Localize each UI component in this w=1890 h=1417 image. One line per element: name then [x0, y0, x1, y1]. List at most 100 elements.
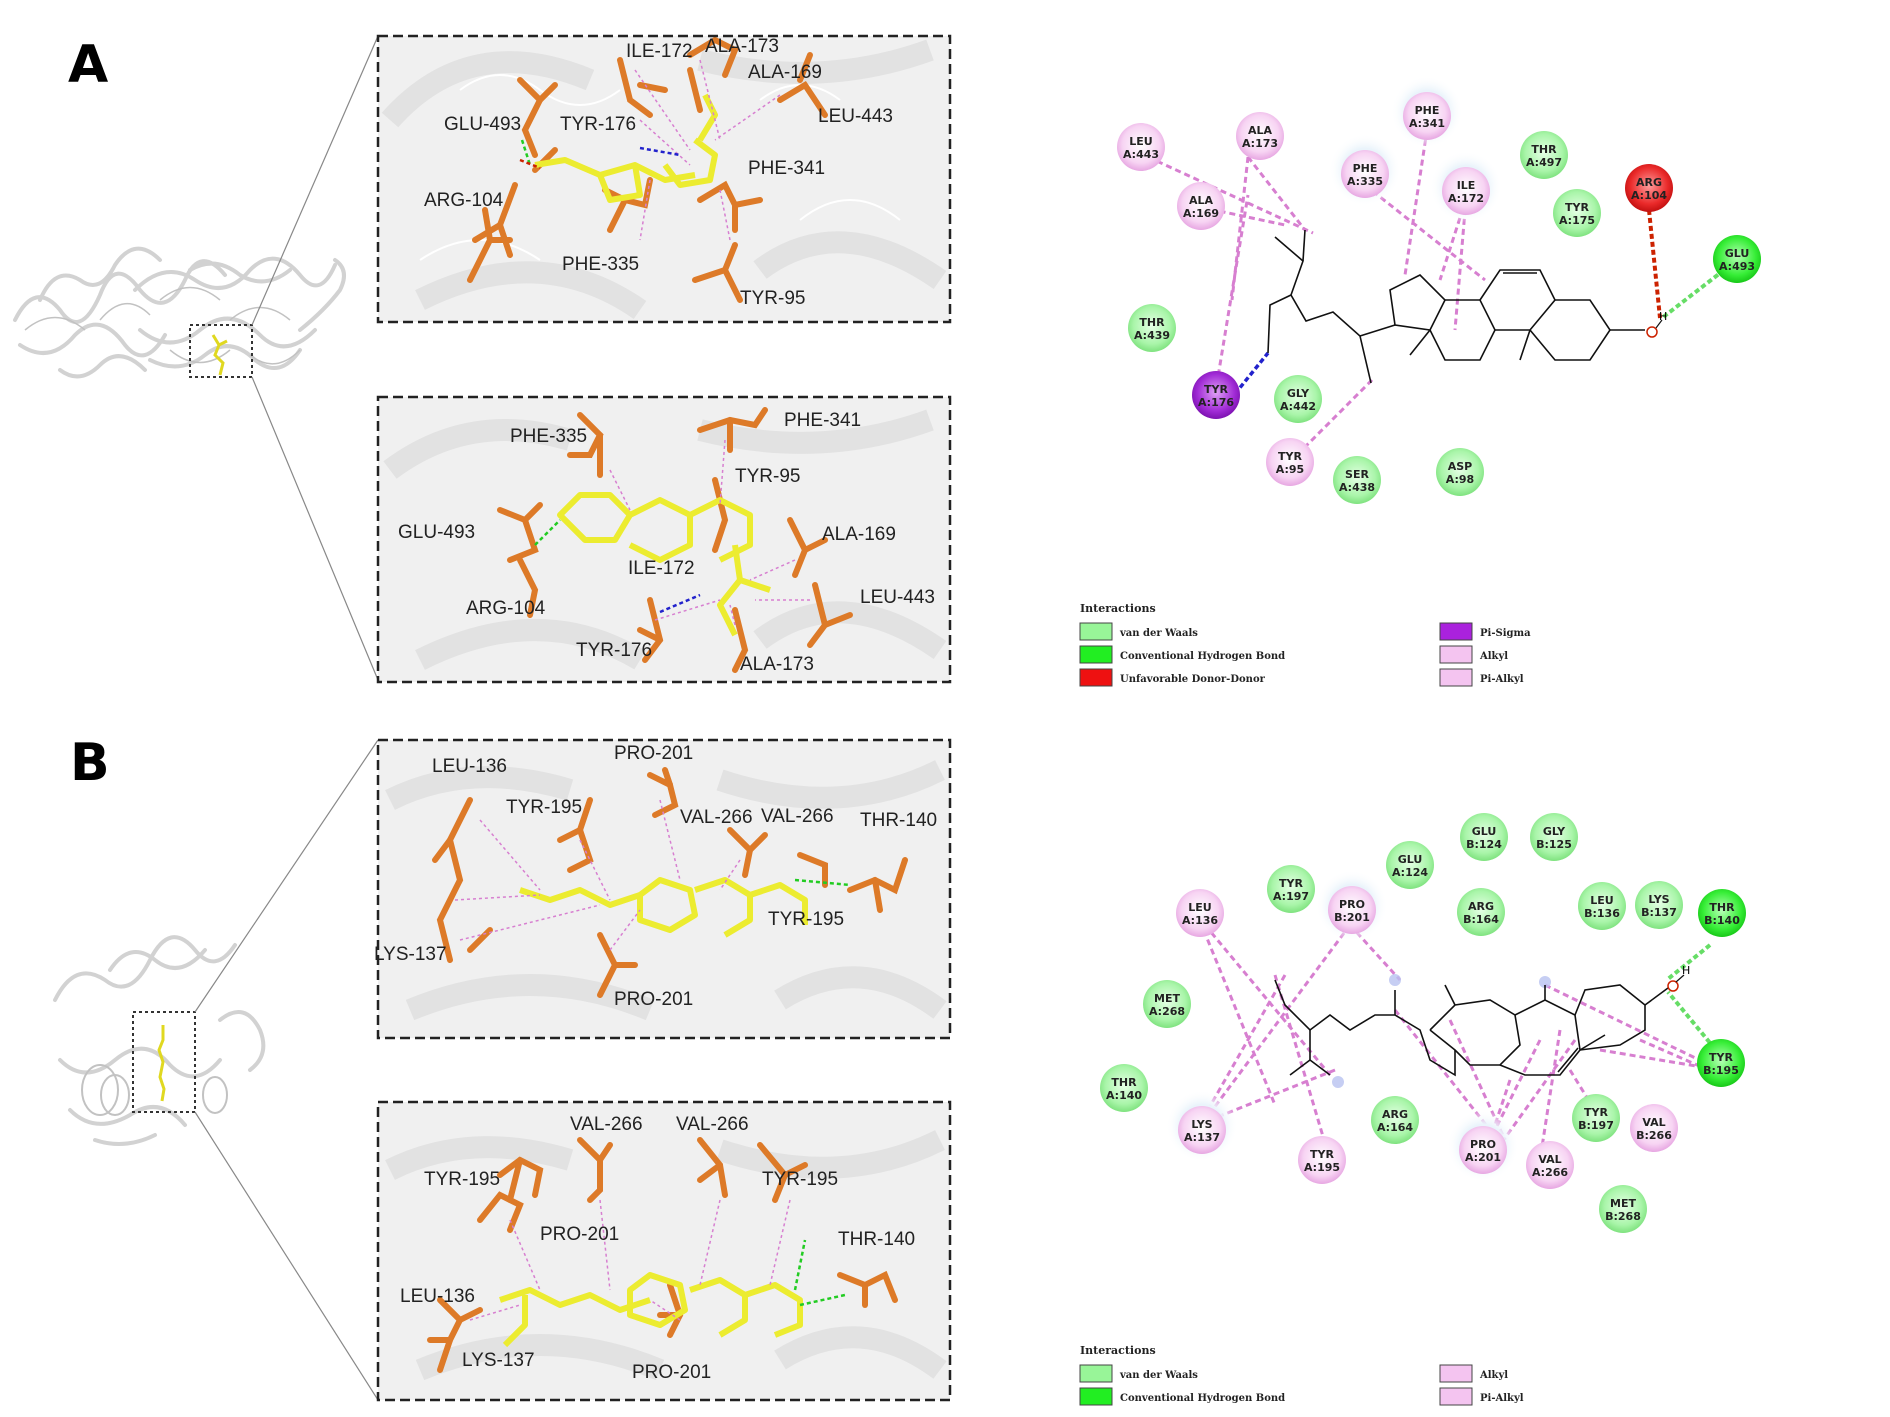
residue-label-3d: LEU-443 — [860, 587, 935, 608]
residue-id: A:176 — [1198, 396, 1234, 409]
residue-id: B:201 — [1334, 911, 1370, 924]
legend-b: Interactions van der Waals Conventional … — [1079, 1344, 1524, 1406]
residue-id: A:172 — [1448, 192, 1484, 205]
residue-name: LYS — [1648, 893, 1669, 906]
residue-label-3d: LYS-137 — [462, 1350, 535, 1371]
hydrogen-label: H — [1682, 964, 1690, 977]
residue-id: A:438 — [1339, 481, 1375, 494]
residue-id: A:341 — [1409, 117, 1445, 130]
residue-id: A:164 — [1377, 1121, 1413, 1134]
panel-a: A — [13, 34, 1761, 687]
residue-name: LEU — [1590, 894, 1613, 907]
residue-name: PHE — [1353, 162, 1378, 175]
residue-id: A:201 — [1465, 1151, 1501, 1164]
residue-id: A:104 — [1631, 189, 1667, 202]
residue-name: TYR — [1204, 383, 1228, 396]
view-frame — [376, 34, 952, 324]
legend-swatch — [1079, 622, 1113, 641]
legend-swatch — [1439, 622, 1473, 641]
residue-label-3d: TYR-95 — [740, 288, 805, 309]
residue-label-3d: TYR-195 — [762, 1169, 838, 1190]
residue-name: ALA — [1248, 124, 1273, 137]
unfavorable-line — [519, 158, 541, 170]
residue-id: A:95 — [1276, 463, 1304, 476]
residue-label-3d: ALA-169 — [822, 524, 896, 545]
legend-title: Interactions — [1080, 602, 1156, 615]
residue-label-3d: LEU-136 — [400, 1286, 475, 1307]
binding-site-box-b — [132, 1011, 196, 1113]
residue-label-3d: TYR-195 — [506, 797, 582, 818]
residue-label-3d: PRO-201 — [614, 743, 693, 764]
residue-name: ILE — [1457, 179, 1476, 192]
view-frame — [376, 1100, 952, 1402]
hbond-line — [534, 519, 561, 546]
residue-label-3d: TYR-176 — [576, 640, 652, 661]
residue-id: A:175 — [1559, 214, 1595, 227]
residue-name: ARG — [1468, 900, 1494, 913]
residue-id: A:266 — [1532, 1166, 1568, 1179]
residue-name: THR — [1139, 316, 1165, 329]
residue-label-3d: ALA-173 — [705, 36, 779, 57]
residue-name: ALA — [1189, 194, 1214, 207]
residue-name: LEU — [1129, 135, 1152, 148]
residue-id: A:442 — [1280, 400, 1316, 413]
residue-label-3d: TYR-195 — [768, 909, 844, 930]
residue-label-3d: TYR-195 — [424, 1169, 500, 1190]
legend-label: Conventional Hydrogen Bond — [1120, 651, 1285, 662]
residue-label-3d: LEU-443 — [818, 106, 893, 127]
zoom-line — [251, 35, 379, 326]
residue-name: LYS — [1191, 1118, 1212, 1131]
legend-swatch — [1439, 1387, 1473, 1406]
residue-label-3d: TYR-95 — [735, 466, 800, 487]
residue-id: A:137 — [1184, 1131, 1220, 1144]
legend-label: Alkyl — [1479, 1370, 1508, 1381]
legend-swatch — [1079, 1364, 1113, 1383]
residue-label-3d: ILE-172 — [626, 41, 693, 62]
hbond-line — [799, 1293, 846, 1307]
residue-name: TYR — [1279, 877, 1303, 890]
legend-swatch — [1079, 645, 1113, 664]
legend-label: Pi-Alkyl — [1480, 674, 1524, 685]
hydrogen-label: H — [1659, 310, 1667, 323]
view-frame — [376, 738, 952, 1040]
residue-label-3d: GLU-493 — [398, 522, 475, 543]
legend-label: Unfavorable Donor-Donor — [1120, 674, 1266, 685]
residue-label-3d: ALA-169 — [748, 62, 822, 83]
residue-id: A:197 — [1273, 890, 1309, 903]
residue-label-3d: TYR-176 — [560, 114, 636, 135]
residue-name: VAL — [1642, 1116, 1665, 1129]
residue-name: TYR — [1709, 1051, 1733, 1064]
residue-id: A:497 — [1526, 156, 1562, 169]
hbond-line — [1666, 943, 1712, 981]
panel-letter-b: B — [70, 733, 110, 793]
residue-id: B:124 — [1466, 838, 1502, 851]
interaction-diagram-b: H GLUB:124GLYB:125GLUA:124TYRA:197PROB:2… — [1100, 813, 1746, 1233]
residue-id: B:125 — [1536, 838, 1572, 851]
residue-name: SER — [1345, 468, 1369, 481]
residue-label-3d: ARG-104 — [424, 190, 504, 211]
residue-id: A:169 — [1183, 207, 1219, 220]
zoom-line — [194, 739, 379, 1013]
residue-label-3d: ARG-104 — [466, 598, 546, 619]
residue-label-3d: ILE-172 — [628, 558, 695, 579]
protein-overview-a — [13, 35, 379, 681]
ligand-structure — [1267, 229, 1645, 384]
residue-name: TYR — [1278, 450, 1302, 463]
legend-a: Interactions van der Waals Conventional … — [1079, 602, 1531, 687]
residue-label-3d: VAL-266 — [761, 806, 834, 827]
